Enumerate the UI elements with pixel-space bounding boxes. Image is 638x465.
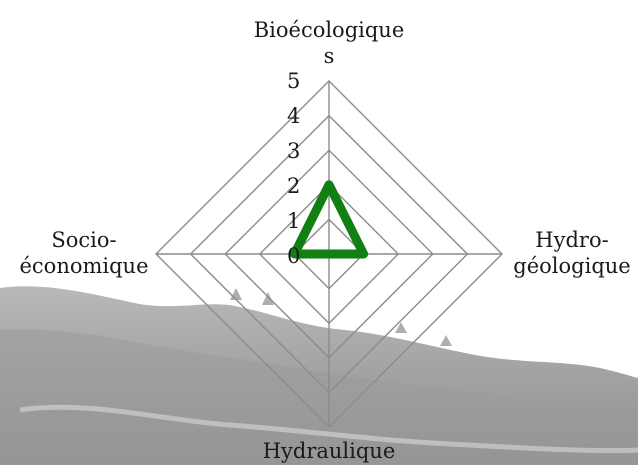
- axis-label-socioeconomique: Socio- économique: [19, 228, 149, 278]
- tick-label-5: 5: [287, 69, 301, 93]
- radar-series: [289, 180, 369, 259]
- axis-label-bioecologiques: Bioécologique s: [253, 18, 405, 68]
- tick-label-3: 3: [287, 139, 301, 163]
- axis-label-hydraulique: Hydraulique: [262, 439, 396, 463]
- axis-label-hydrogeologique: Hydro- géologique: [513, 228, 631, 278]
- tick-label-1: 1: [287, 209, 301, 233]
- tick-label-0: 0: [287, 244, 301, 268]
- tick-label-4: 4: [287, 104, 301, 128]
- tick-label-2: 2: [287, 174, 301, 198]
